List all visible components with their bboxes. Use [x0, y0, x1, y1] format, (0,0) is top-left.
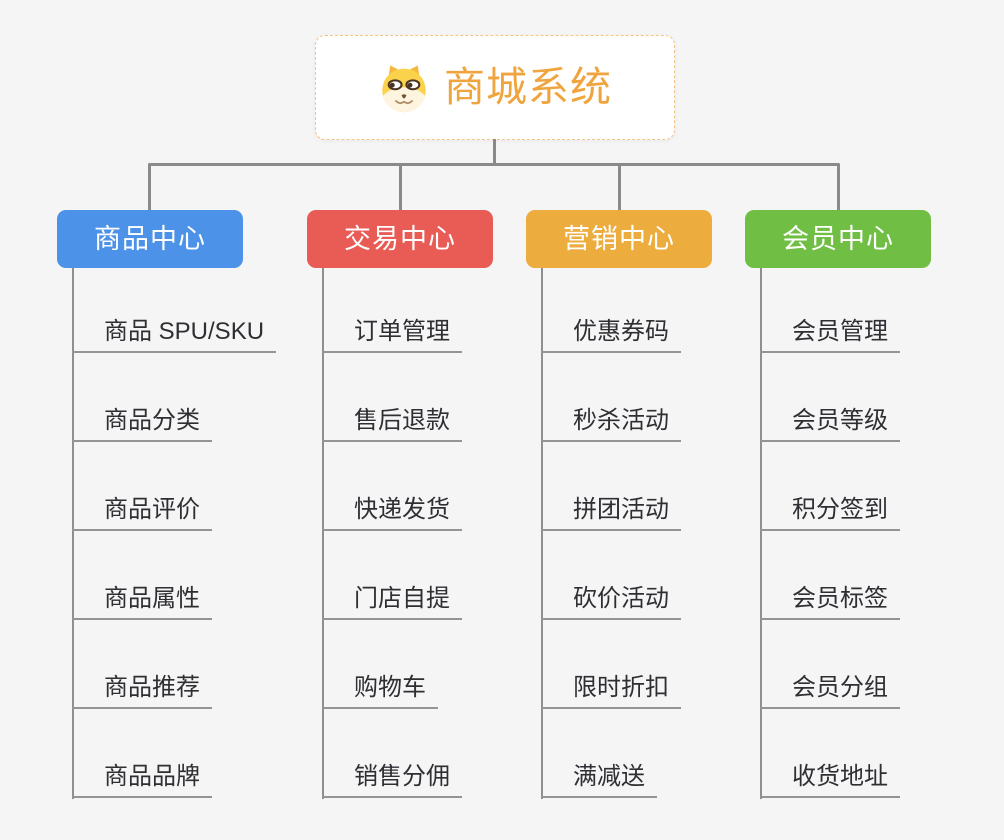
leaf-node[interactable]: 拼团活动 [541, 496, 681, 531]
leaf-node[interactable]: 商品推荐 [72, 674, 212, 709]
leaf-node[interactable]: 商品 SPU/SKU [72, 318, 277, 353]
leaf-node[interactable]: 订单管理 [322, 318, 462, 353]
leaf-node[interactable]: 商品评价 [72, 496, 212, 531]
leaf-node[interactable]: 积分签到 [760, 496, 900, 531]
leaf-node[interactable]: 门店自提 [322, 585, 462, 620]
leaf-node[interactable]: 商品品牌 [72, 763, 212, 798]
leaf-node[interactable]: 快递发货 [322, 496, 462, 531]
root-node[interactable]: 商城系统 [315, 35, 675, 140]
leaf-node[interactable]: 优惠券码 [541, 318, 681, 353]
connector-root-vertical [493, 139, 496, 166]
leaf-node[interactable]: 秒杀活动 [541, 407, 681, 442]
leaf-node[interactable]: 满减送 [541, 763, 657, 798]
leaf-node[interactable]: 会员分组 [760, 674, 900, 709]
leaf-node[interactable]: 会员管理 [760, 318, 900, 353]
branch-trade-center[interactable]: 交易中心 [307, 210, 493, 268]
leaf-node[interactable]: 限时折扣 [541, 674, 681, 709]
branch-trunk-line [322, 268, 324, 799]
root-title: 商城系统 [444, 64, 612, 110]
branch-product-center[interactable]: 商品中心 [57, 210, 243, 268]
leaf-node[interactable]: 商品属性 [72, 585, 212, 620]
leaf-node[interactable]: 购物车 [322, 674, 438, 709]
branch-marketing-center[interactable]: 营销中心 [526, 210, 712, 268]
branch-trunk-line [541, 268, 543, 799]
leaf-node[interactable]: 商品分类 [72, 407, 212, 442]
connector-stub [618, 164, 621, 211]
dog-face-icon [378, 63, 430, 113]
connector-horizontal [148, 163, 840, 166]
leaf-node[interactable]: 砍价活动 [541, 585, 681, 620]
leaf-node[interactable]: 销售分佣 [322, 763, 462, 798]
branch-trunk-line [72, 268, 74, 799]
connector-stub [399, 164, 402, 211]
branch-trunk-line [760, 268, 762, 799]
leaf-node[interactable]: 会员标签 [760, 585, 900, 620]
leaf-node[interactable]: 会员等级 [760, 407, 900, 442]
leaf-node[interactable]: 收货地址 [760, 763, 900, 798]
leaf-node[interactable]: 售后退款 [322, 407, 462, 442]
connector-stub [837, 164, 840, 211]
connector-stub [148, 164, 151, 211]
branch-member-center[interactable]: 会员中心 [745, 210, 931, 268]
